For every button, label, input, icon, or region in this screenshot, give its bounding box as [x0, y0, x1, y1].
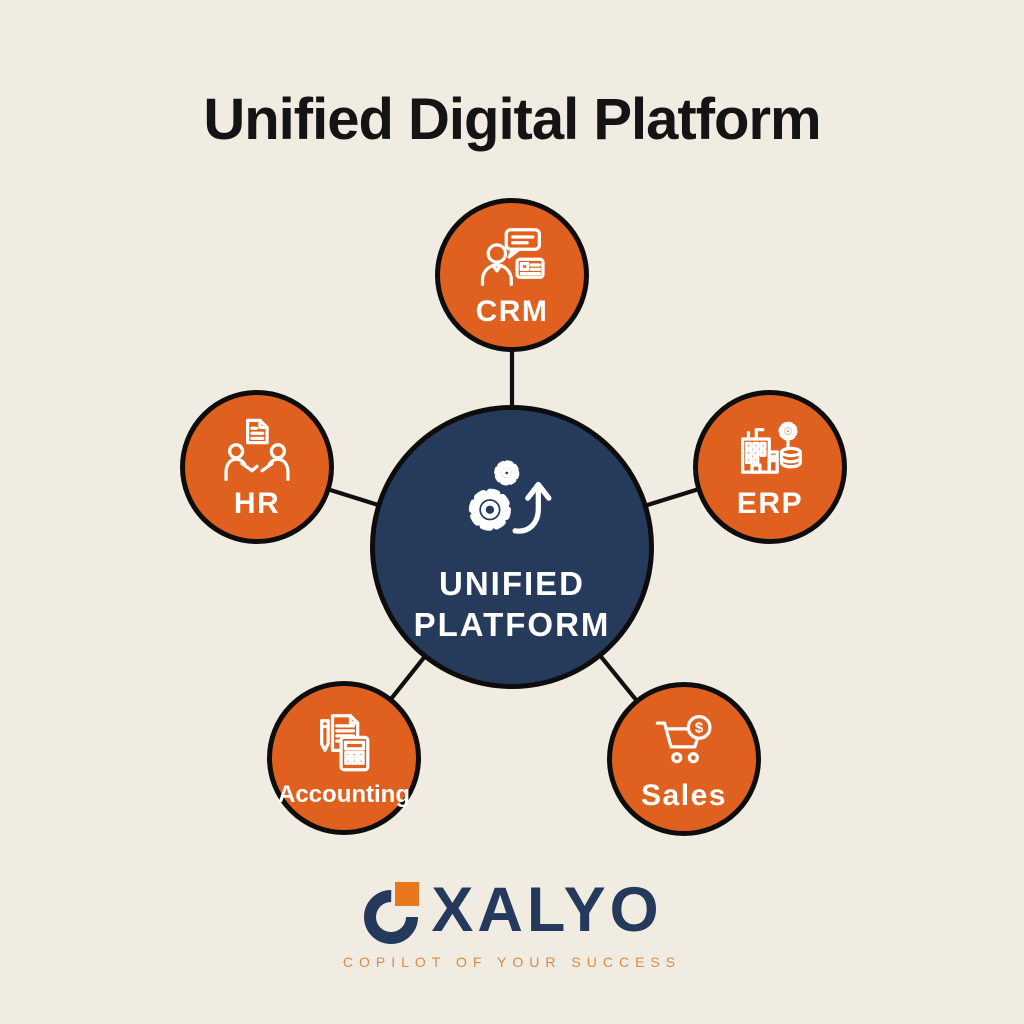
svg-text:$: $ — [695, 720, 704, 737]
page-title: Unified Digital Platform — [203, 87, 821, 152]
center-label-line1: UNIFIED — [438, 564, 585, 602]
node-erp: ERP — [693, 390, 847, 544]
pen-document-calculator-icon — [320, 714, 370, 772]
node-crm: CRM — [435, 198, 589, 352]
node-label-hr: HR — [233, 487, 281, 521]
brand-tagline: COPILOT OF YOUR SUCCESS — [342, 954, 682, 970]
node-hr: HR — [180, 390, 334, 544]
center-node-label: UNIFIED PLATFORM — [414, 563, 611, 646]
handshake-document-icon — [224, 418, 290, 482]
building-gear-database-icon — [741, 421, 802, 475]
node-label-crm: CRM — [475, 295, 549, 329]
node-label-erp: ERP — [736, 487, 804, 521]
center-node-unified-platform: UNIFIED PLATFORM — [370, 405, 654, 689]
footer-brand: XALYO COPILOT OF YOUR SUCCESS — [0, 878, 1024, 970]
node-label-accounting: Accounting — [278, 781, 410, 809]
gears-growth-arrow-icon — [468, 460, 552, 534]
center-label-line2: PLATFORM — [413, 606, 611, 643]
node-label-sales: Sales — [641, 779, 727, 813]
brand-logo: XALYO — [361, 878, 662, 946]
node-sales: $ Sales — [607, 682, 761, 836]
node-accounting: Accounting — [267, 681, 421, 835]
customer-chat-card-icon — [480, 228, 545, 287]
logo-o-mark-icon — [364, 882, 420, 944]
cart-dollar-coin-icon: $ — [655, 715, 712, 764]
logo-wordmark: XALYO — [431, 874, 663, 945]
